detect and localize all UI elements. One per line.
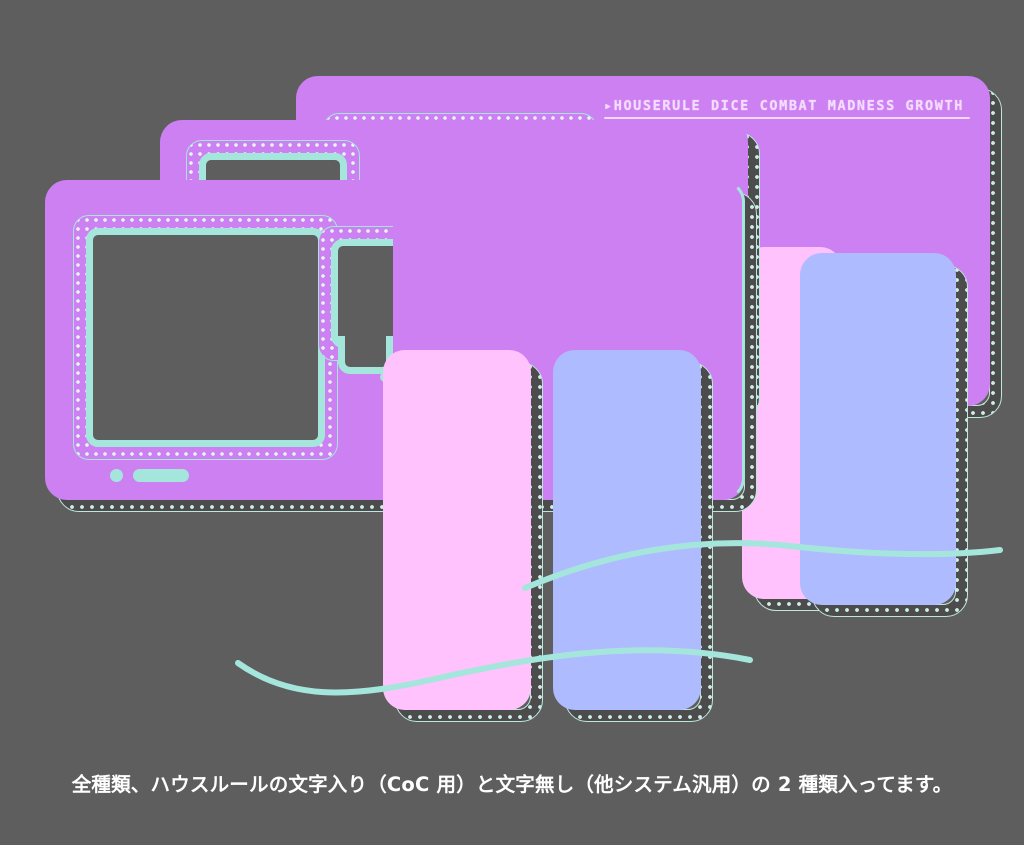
status-pill <box>133 469 189 482</box>
screen-front-window-display <box>86 228 325 447</box>
blue-tall-right-body <box>800 253 956 605</box>
nav-underline <box>604 117 970 119</box>
nav-menu[interactable]: ▸HOUSERULE DICE COMBAT MADNESS GROWTH <box>604 98 970 119</box>
screen-front-window <box>73 215 338 460</box>
nav-menu-label: ▸HOUSERULE DICE COMBAT MADNESS GROWTH <box>604 98 964 114</box>
blue-tall-center-body <box>553 350 701 710</box>
pink-tall-center-body <box>383 350 531 710</box>
caption-text: 全種類、ハウスルールの文字入り（CoC 用）と文字無し（他システム汎用）の 2 … <box>71 773 953 796</box>
status-led <box>110 469 123 482</box>
